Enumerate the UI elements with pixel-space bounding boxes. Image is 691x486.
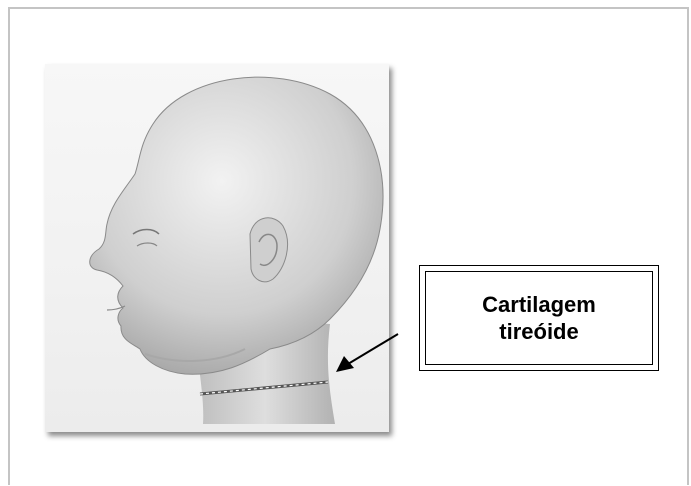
arrow-icon bbox=[330, 330, 402, 374]
label-text: Cartilagem tireóide bbox=[482, 291, 596, 345]
label-line-1: Cartilagem bbox=[482, 291, 596, 318]
label-line-2: tireóide bbox=[482, 318, 596, 345]
label-inner-border: Cartilagem tireóide bbox=[425, 271, 653, 365]
thyroid-cartilage-label: Cartilagem tireóide bbox=[419, 265, 659, 371]
head-illustration bbox=[45, 64, 389, 432]
